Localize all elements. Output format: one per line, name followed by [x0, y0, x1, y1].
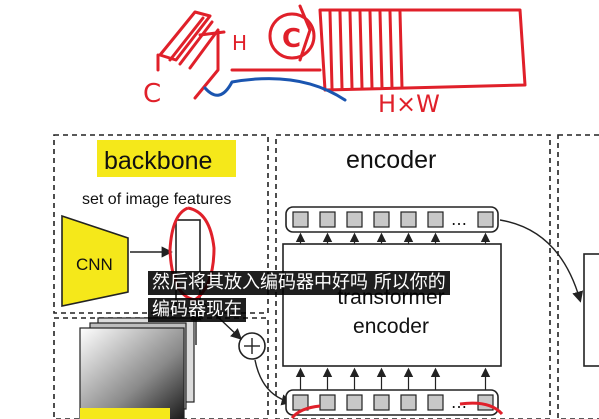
input-token-5 — [400, 394, 417, 411]
transformer-label-line2: encoder — [353, 315, 429, 338]
output-arrows — [295, 232, 491, 244]
tensor-box-sketch — [230, 4, 527, 92]
output-token-3 — [346, 211, 363, 228]
decoder-panel-border — [557, 134, 599, 419]
encoder-to-decoder-arrow — [499, 219, 584, 303]
input-token-6 — [427, 394, 444, 411]
input-token-2 — [319, 394, 336, 411]
transformer-encoder-block — [282, 243, 502, 367]
encoder-panel: encoder … transformer encoder … — [275, 134, 584, 419]
output-token-6 — [427, 211, 444, 228]
handwritten-letter-h: H — [232, 31, 247, 55]
cnn-label: CNN — [76, 255, 113, 274]
positional-add-node — [199, 299, 293, 406]
feature-map-sketch — [156, 10, 226, 100]
image-input-panel — [53, 309, 269, 419]
output-token-5 — [400, 211, 417, 228]
output-token-7 — [477, 211, 494, 228]
handwritten-dims-hxw: H×W — [378, 90, 440, 118]
decoder-block-partial — [583, 253, 599, 367]
image-panel-border — [53, 317, 269, 419]
backbone-subtitle: set of image features — [82, 191, 231, 208]
output-token-ellipsis: … — [451, 210, 467, 229]
handwritten-letter-c-circled: C — [282, 24, 301, 54]
output-token-1 — [292, 211, 309, 228]
blue-connector-stroke — [203, 77, 347, 102]
output-token-row: … — [285, 206, 499, 233]
image-bottom-highlight — [80, 408, 170, 419]
input-token-ellipsis: … — [451, 393, 467, 412]
subtitle-line-1: 然后将其放入编码器中好吗 所以你的 — [148, 271, 450, 295]
output-token-2 — [319, 211, 336, 228]
circled-c-mark — [268, 12, 316, 60]
handwritten-annotation: C H C H×W — [143, 4, 527, 118]
input-image — [79, 327, 185, 419]
cnn-label-highlight — [68, 246, 124, 282]
input-token-row: … — [285, 389, 504, 419]
subtitle-line-2: 编码器现在 — [148, 298, 246, 322]
decoder-panel-partial — [557, 134, 599, 419]
input-row-red-underline — [290, 401, 504, 419]
backbone-title-highlight — [97, 140, 236, 177]
output-token-4 — [373, 211, 390, 228]
encoder-title: encoder — [346, 146, 436, 174]
input-token-4 — [373, 394, 390, 411]
input-arrows — [295, 367, 491, 390]
backbone-title: backbone — [104, 147, 212, 175]
handwritten-letter-c-left: C — [143, 79, 161, 109]
input-token-3 — [346, 394, 363, 411]
